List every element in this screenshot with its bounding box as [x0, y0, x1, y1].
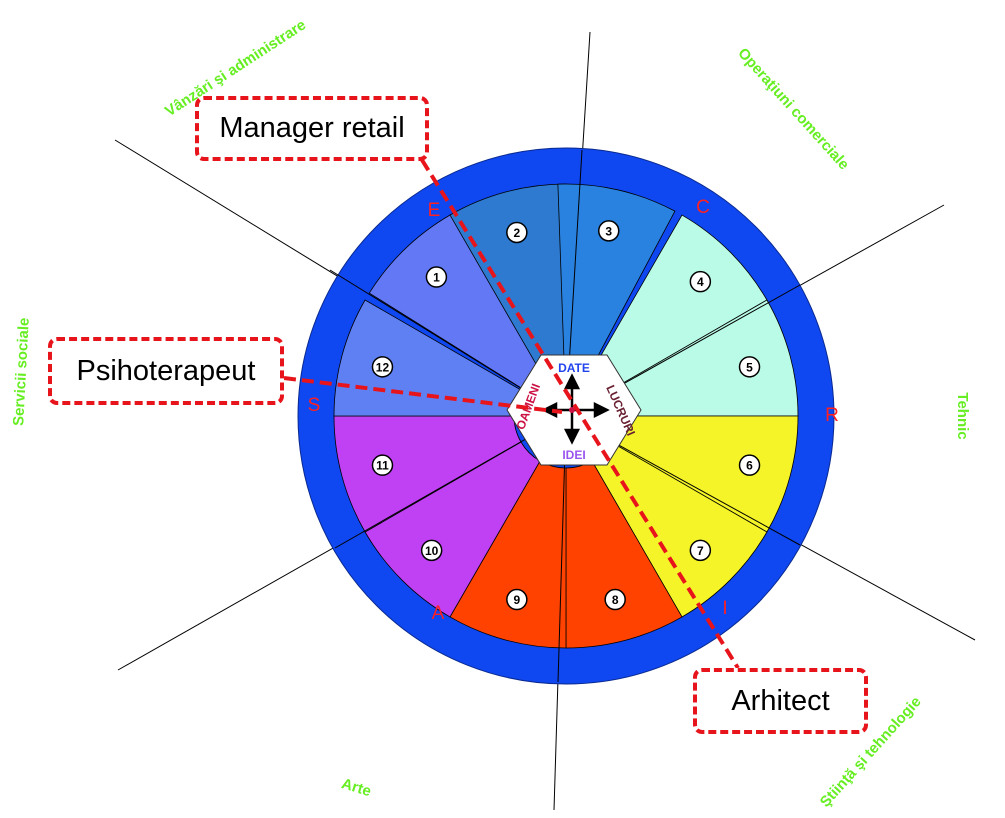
ring-letter-e: E: [428, 200, 441, 221]
segment-badge-2: [506, 221, 528, 244]
segment-number-4: 4: [697, 275, 704, 289]
segment-10: [364, 441, 541, 618]
segment-9: [449, 460, 567, 649]
hub-arrows-icon: [541, 373, 610, 445]
segment-11: [333, 415, 522, 533]
segments: [333, 183, 799, 649]
connector-manager-arhitect: [420, 158, 740, 670]
segment-badge-9: [506, 588, 528, 611]
segment-number-3: 3: [605, 224, 612, 238]
segment-badge-4: [689, 270, 712, 293]
segment-number-2: 2: [513, 226, 520, 240]
segment-number-6: 6: [746, 459, 753, 473]
ring-letter-s: S: [308, 395, 321, 416]
callout-connectors: [283, 158, 740, 670]
sector-label-servicii: Servicii sociale: [10, 317, 33, 426]
sector-label-arte: Arte: [339, 775, 373, 800]
segment-number-1: 1: [433, 271, 440, 285]
segment-number-9: 9: [513, 593, 520, 607]
segment-badge-12: [371, 356, 394, 378]
segment-badge-1: [425, 266, 448, 288]
segment-number-11: 11: [376, 459, 389, 473]
ring-letters: E C R I A S: [308, 197, 839, 624]
segment-badge-5: [738, 356, 761, 378]
segment-badge-3: [597, 220, 620, 242]
segment-badge-10: [420, 539, 443, 562]
callout-psihoterapeut: Psihoterapeut: [48, 337, 284, 405]
ring-letter-a: A: [432, 603, 445, 624]
ring-letter-i: I: [722, 598, 727, 619]
segment-number-10: 10: [425, 544, 439, 558]
connector-psiho: [283, 376, 563, 414]
segment-badge-8: [604, 588, 626, 611]
segment-badge-11: [371, 454, 394, 476]
ring-letter-r: R: [825, 405, 839, 426]
sector-label-tehnic: Tehnic: [954, 392, 971, 439]
hub-label-idei: IDEI: [562, 448, 585, 462]
segment-badge-6: [738, 454, 761, 476]
hub: DATE LUCRURI IDEI OAMENI: [506, 354, 642, 466]
segment-number-5: 5: [746, 360, 753, 374]
hub-center-dot: [569, 407, 575, 413]
callout-arhitect: Arhitect: [693, 668, 868, 734]
ring-letter-c: C: [696, 197, 710, 218]
segment-number-12: 12: [376, 360, 390, 374]
sector-label-operatiuni: Operaţiuni comerciale: [734, 45, 852, 173]
segment-badge-7: [689, 539, 712, 562]
callout-manager-retail: Manager retail: [195, 96, 429, 161]
hub-label-date: DATE: [558, 361, 590, 375]
segment-8: [565, 460, 683, 649]
segment-number-8: 8: [612, 593, 619, 607]
segment-number-7: 7: [697, 544, 704, 558]
